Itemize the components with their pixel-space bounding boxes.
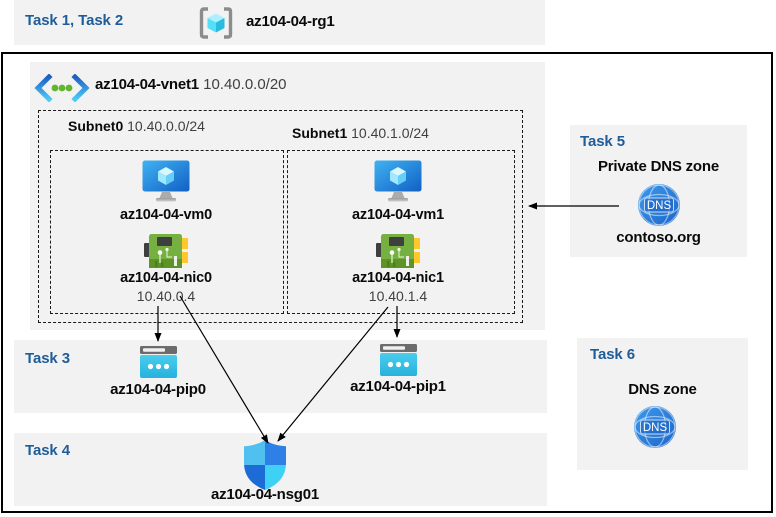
nic1-label: az104-04-nic1 bbox=[352, 270, 444, 286]
subnet0-header: Subnet0 10.40.0.0/24 bbox=[68, 118, 205, 134]
vm1-icon bbox=[374, 160, 422, 202]
task-4-label: Task 4 bbox=[25, 442, 70, 459]
task-1-2-band: Task 1, Task 2 bbox=[14, 0, 545, 45]
vm1-label: az104-04-vm1 bbox=[352, 207, 444, 223]
task-6-label: Task 6 bbox=[590, 346, 635, 363]
subnet0-name: Subnet0 bbox=[68, 118, 124, 134]
vnet-cidr: 10.40.0.0/20 bbox=[203, 76, 287, 93]
nsg-label: az104-04-nsg01 bbox=[210, 486, 320, 503]
vm0-label: az104-04-vm0 bbox=[120, 207, 212, 223]
task-3-label: Task 3 bbox=[25, 350, 70, 367]
subnet0-cidr: 10.40.0.0/24 bbox=[127, 118, 205, 134]
task-3-band: Task 3 bbox=[14, 340, 547, 413]
nic0-ip: 10.40.0.4 bbox=[136, 288, 196, 304]
subnet1-name: Subnet1 bbox=[292, 125, 348, 141]
subnet0-boundary bbox=[50, 150, 284, 314]
task-1-2-label: Task 1, Task 2 bbox=[25, 12, 124, 29]
vnet-title: az104-04-vnet1 10.40.0.0/20 bbox=[95, 76, 287, 93]
resource-group-icon bbox=[199, 7, 233, 39]
nic0-icon bbox=[144, 234, 188, 268]
private-dns-icon-text: DNS bbox=[647, 200, 672, 212]
virtual-network-icon bbox=[34, 74, 90, 102]
resource-group-name: az104-04-rg1 bbox=[246, 13, 335, 30]
dns-zone-icon: DNS bbox=[634, 406, 676, 448]
pip1-label: az104-04-pip1 bbox=[350, 378, 446, 395]
pip0-label: az104-04-pip0 bbox=[110, 381, 206, 398]
task-6-panel: Task 6 DNS zone bbox=[577, 338, 748, 470]
pip0-icon bbox=[140, 346, 177, 378]
pip1-icon bbox=[380, 344, 417, 376]
task-5-label: Task 5 bbox=[580, 133, 625, 150]
vm0-icon bbox=[142, 160, 190, 202]
dns-zone-icon-text: DNS bbox=[643, 422, 668, 434]
nic1-ip: 10.40.1.4 bbox=[368, 288, 428, 304]
dns-zone-title: DNS zone bbox=[628, 381, 697, 398]
nic0-label: az104-04-nic0 bbox=[120, 270, 212, 286]
nic1-icon bbox=[376, 234, 420, 268]
vnet-name: az104-04-vnet1 bbox=[95, 76, 199, 93]
private-dns-zone-title: Private DNS zone bbox=[597, 158, 719, 175]
private-dns-zone-name: contoso.org bbox=[616, 229, 701, 246]
nsg-shield-icon bbox=[244, 440, 286, 490]
subnet1-boundary bbox=[287, 150, 515, 314]
task-5-panel: Task 5 Private DNS zone contoso.org bbox=[570, 125, 747, 257]
subnet1-header: Subnet1 10.40.1.0/24 bbox=[292, 125, 429, 141]
private-dns-icon: DNS bbox=[638, 184, 680, 226]
subnet1-cidr: 10.40.1.0/24 bbox=[351, 125, 429, 141]
